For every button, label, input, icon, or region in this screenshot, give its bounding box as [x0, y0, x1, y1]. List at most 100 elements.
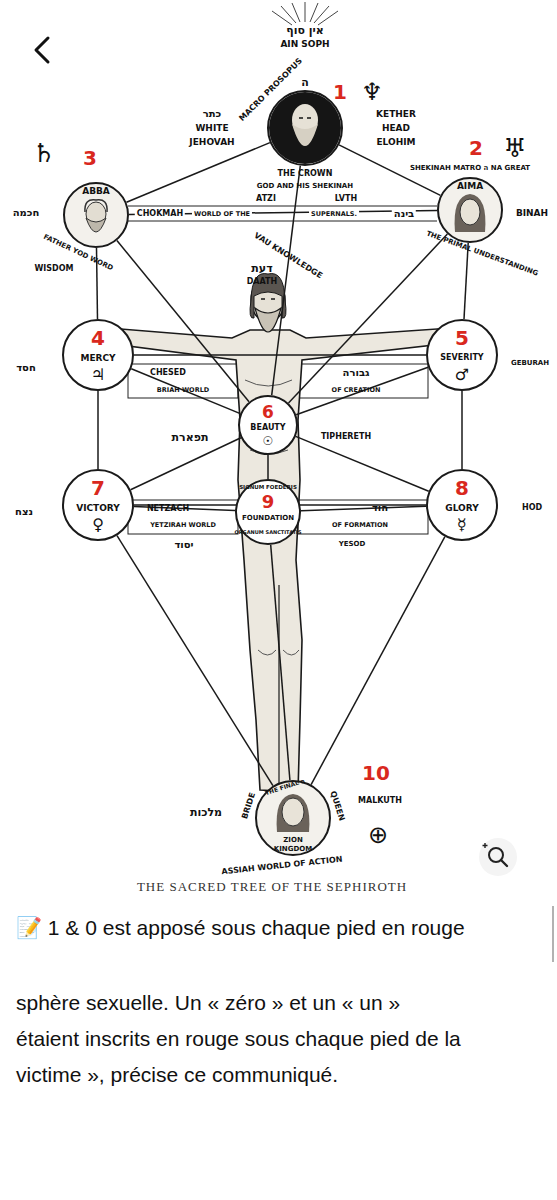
zoom-disc	[479, 838, 517, 876]
node-arc-title: MACRO PROSOPUS	[238, 57, 304, 123]
path-connector	[97, 391, 99, 469]
face-disc	[65, 184, 127, 246]
face	[460, 199, 480, 225]
figure-caption: THE SACRED TREE OF THE SEPHIROTH	[137, 880, 407, 893]
face-disc	[269, 92, 341, 164]
world-label: SUPERNALS.	[309, 210, 359, 219]
hebrew-label: חכמה	[13, 208, 40, 218]
hebrew-label: נצח	[15, 507, 33, 517]
figure-eyes	[261, 298, 275, 299]
path-connector	[289, 234, 448, 403]
chokmah-face	[65, 184, 127, 246]
attribute-label: HEAD	[382, 124, 410, 133]
hebrew-label: יסוד	[174, 540, 193, 550]
world-label: BRIAH WORLD	[157, 387, 209, 394]
sphere-name: DAATH	[247, 278, 278, 286]
callout-number: 10	[362, 763, 390, 783]
ray	[314, 6, 329, 23]
path-connector	[461, 391, 463, 469]
world-label: ASSIAH WORLD OF ACTION	[221, 856, 343, 877]
hair	[455, 194, 486, 232]
node-arc-text: QUEEN	[328, 790, 345, 822]
node-arc-text: WISDOM	[35, 265, 74, 273]
band-box	[298, 364, 428, 398]
sephira-circle: AIMASHEKINAH MATRO ה NA GREATTHE PRIMAL …	[437, 177, 503, 243]
path-connector	[131, 369, 240, 414]
planet-symbol: ☿	[457, 517, 467, 533]
sephira-circle: 7VICTORY♀	[62, 469, 134, 541]
path-connector	[296, 367, 428, 415]
callout-number: 4	[91, 328, 105, 348]
sephira-circle: 5SEVERITY ♂	[426, 319, 498, 391]
note-text: 📝 1 & 0 est apposé sous chaque pied en r…	[16, 910, 521, 946]
human-figure	[82, 274, 480, 792]
callout-number: 6	[262, 404, 274, 421]
hair	[277, 794, 310, 832]
world-label: LVTH	[335, 195, 357, 203]
path-connector	[301, 506, 426, 511]
node-arc-text: THE PRIMAL UNDERSTANDING	[425, 230, 539, 277]
node-arc-text: BRIDE	[241, 792, 257, 820]
node-arc-text: SHEKINAH MATRO ה NA GREAT	[410, 165, 530, 172]
callout-number: 1	[333, 82, 347, 102]
callout-number: 9	[262, 493, 275, 511]
planet-symbol: ♆	[361, 80, 383, 104]
hebrew-label: תפארת	[172, 432, 209, 443]
path-connector	[127, 143, 270, 203]
node-arc-text: SIGNUM FOEDERIS	[239, 485, 297, 491]
sephira-circle: SIGNUM FOEDERIS9FOUNDATIONORGANUM SANCTI…	[235, 479, 301, 545]
attribute-label: JEHOVAH	[189, 138, 234, 147]
world-label: WORLD OF THE	[192, 210, 252, 219]
world-label: OF FORMATION	[332, 522, 388, 529]
zoom-sparkle	[483, 843, 488, 848]
attribute-label: THE CROWN	[278, 170, 333, 178]
hebrew-label: מלכות	[190, 807, 222, 818]
path-connector	[117, 536, 273, 786]
callout-number: 3	[83, 148, 97, 168]
node-name: FOUNDATION	[242, 515, 294, 522]
sphere-name: KETHER	[376, 110, 416, 119]
node-name: GLORY	[445, 504, 478, 513]
hair	[85, 200, 107, 212]
node-name: SEVERITY	[440, 354, 483, 362]
hebrew-label: ה	[301, 77, 309, 88]
sphere-name: CHESED	[150, 369, 186, 377]
attribute-label: WHITE	[195, 124, 228, 133]
planet-symbol: ☉	[263, 435, 274, 447]
hebrew-label: כתר	[203, 109, 222, 119]
figure-body	[82, 326, 480, 792]
callout-number: 5	[455, 328, 469, 348]
node-name: AIMA	[457, 182, 483, 191]
sunburst	[272, 2, 338, 25]
node-name: MERCY	[80, 354, 115, 363]
sphere-name: GEBURAH	[511, 360, 549, 367]
binah-face	[439, 179, 501, 241]
hebrew-label: בינה	[392, 208, 416, 220]
path-connector	[296, 436, 429, 491]
world-label: OF CREATION	[332, 387, 381, 394]
planet-symbol: ♂	[455, 367, 469, 383]
path-connector	[311, 537, 445, 785]
path-connector	[464, 243, 468, 319]
band-line	[128, 206, 437, 207]
sephira-circle: BRIDETHE FINAL הQUEENZIONKINGDOM	[255, 780, 331, 856]
path-connector	[271, 545, 290, 780]
world-label: ATZI	[256, 195, 276, 203]
callout-number: 8	[455, 478, 469, 498]
knee-line	[258, 650, 299, 655]
sephira-circle: 6BEAUTY☉	[238, 395, 298, 455]
sphere-name: NETZACH	[147, 505, 189, 513]
back-chevron-line	[36, 38, 48, 62]
attribute-label: GOD AND HIS SHEKINAH	[257, 183, 353, 190]
hebrew-label: הוד	[372, 503, 388, 513]
face	[282, 798, 304, 826]
sphere-name: HOD	[522, 504, 542, 512]
ray	[281, 6, 296, 23]
hebrew-label: אין סוף	[286, 25, 324, 36]
sephira-circle: 8GLORY ☿	[426, 469, 498, 541]
node-name: VICTORY	[76, 504, 120, 513]
quote-text: sphère sexuelle. Un « zéro » et un « un …	[16, 985, 466, 1093]
planet-symbol: ♅	[503, 135, 526, 161]
